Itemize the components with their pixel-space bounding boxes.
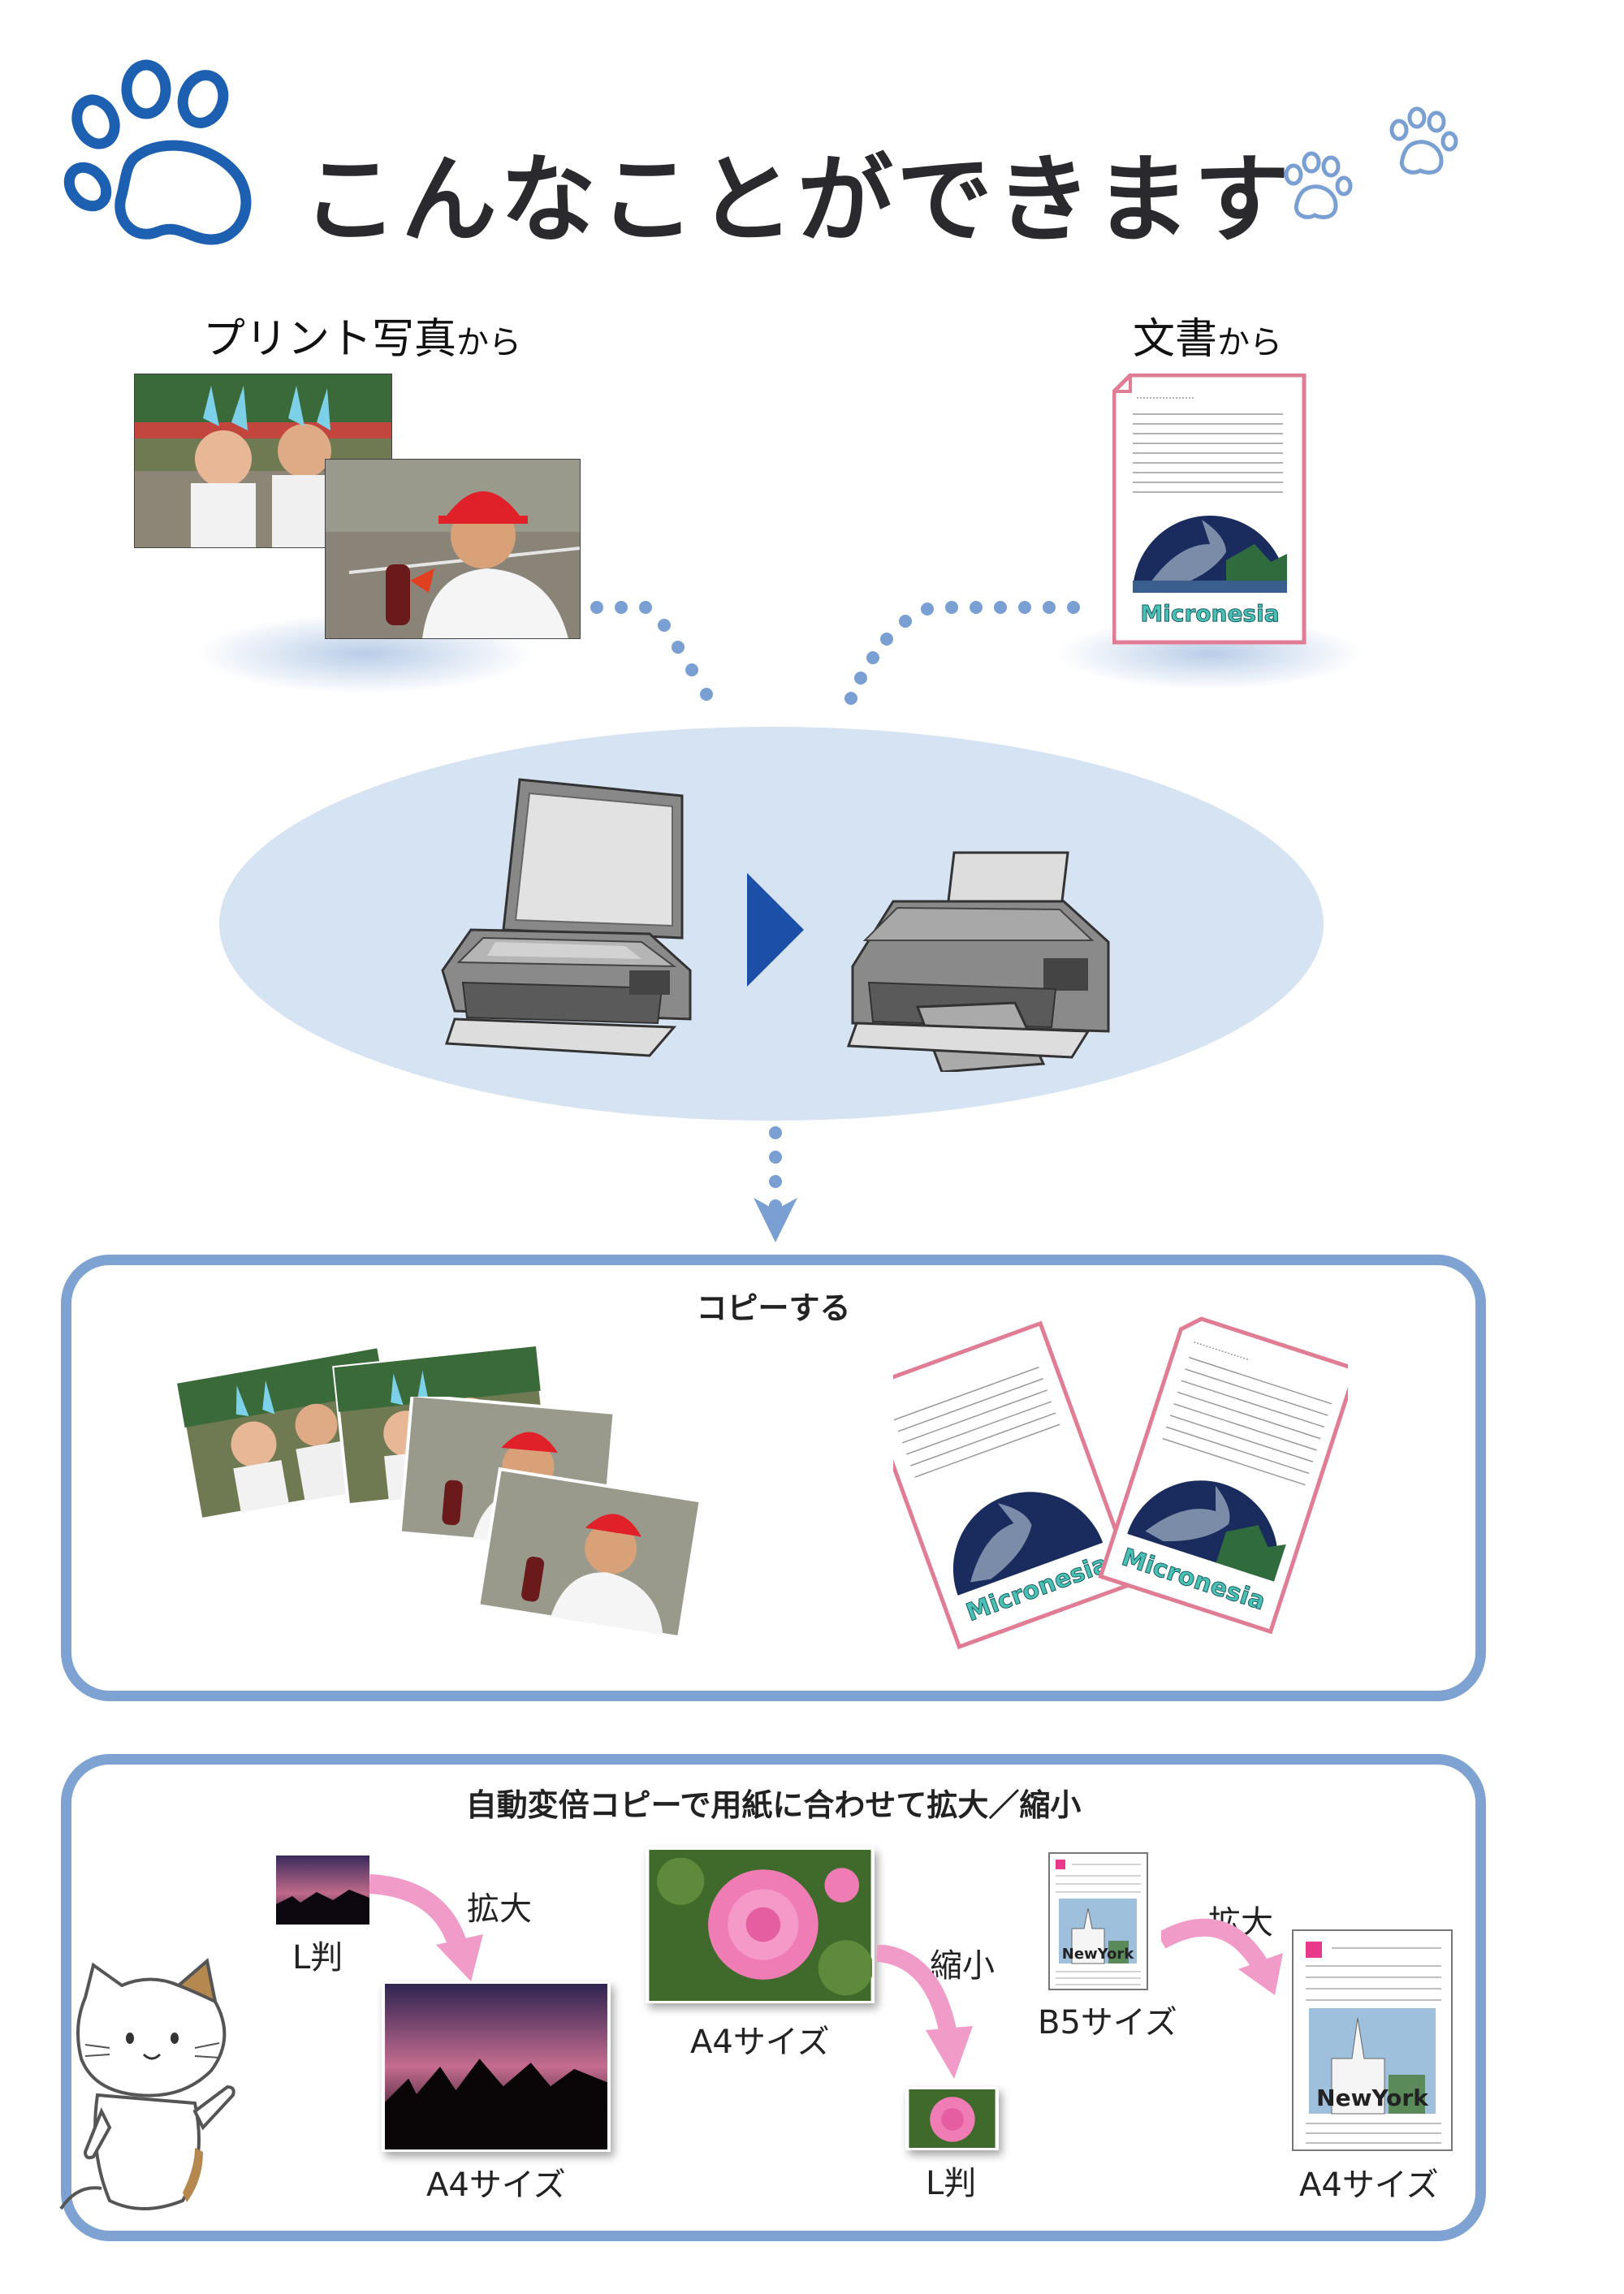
scale-item-2-from: A4サイズ [690,2024,830,2061]
page-title: こんなことができます [302,144,1294,256]
small-paw-icon [1389,106,1458,175]
pink-enlarge-arrow-icon-2 [1161,1918,1283,1995]
scale-item-1-to: A4サイズ [426,2167,566,2204]
sunset-large-image [382,1981,611,2152]
scale-item-1-from: L判 [292,1939,343,1976]
scale-item-3-to: A4サイズ [1299,2167,1439,2204]
copied-documents: Micronesia Micronesia [893,1316,1348,1650]
boy-photo [325,459,581,639]
poster-small-text: NewYork [1062,1946,1135,1963]
scale-item-3-from: B5サイズ [1038,2004,1177,2041]
scale-panel-title: 自動変倍コピーで用紙に合わせて拡大／縮小 [465,1787,1082,1823]
poster-large-text: NewYork [1316,2084,1429,2111]
paw-logo-icon [63,59,252,245]
dotted-connectors [590,601,1080,1242]
copied-boy-photo [398,1397,703,1639]
scale-item-2-action: 縮小 [930,1947,995,1985]
poster-large-image: NewYork [1292,1929,1453,2151]
sunset-small-image [276,1856,369,1925]
small-paw-icon [1284,151,1353,219]
pink-enlarge-arrow-icon [369,1874,483,1981]
pink-reduce-arrow-icon [877,1945,973,2079]
scale-item-1-action: 拡大 [467,1890,532,1928]
scale-item-2-to: L判 [926,2165,977,2202]
cat-mascot-icon [59,1958,235,2210]
poster-small-image: NewYork [1048,1852,1148,1990]
document-sample: Micronesia [1112,374,1307,645]
printer-open-lid-icon [441,778,692,1057]
document-sample-text: Micronesia [1140,600,1279,627]
copy-panel-title: コピーする [696,1290,851,1326]
rose-large-image [646,1847,875,2003]
photo-source-label: プリント写真から [203,315,522,364]
printer-output-icon [846,851,1110,1072]
document-source-label: 文書から [1133,315,1283,364]
rose-small-image [905,2087,999,2150]
process-arrow-icon [747,873,804,987]
